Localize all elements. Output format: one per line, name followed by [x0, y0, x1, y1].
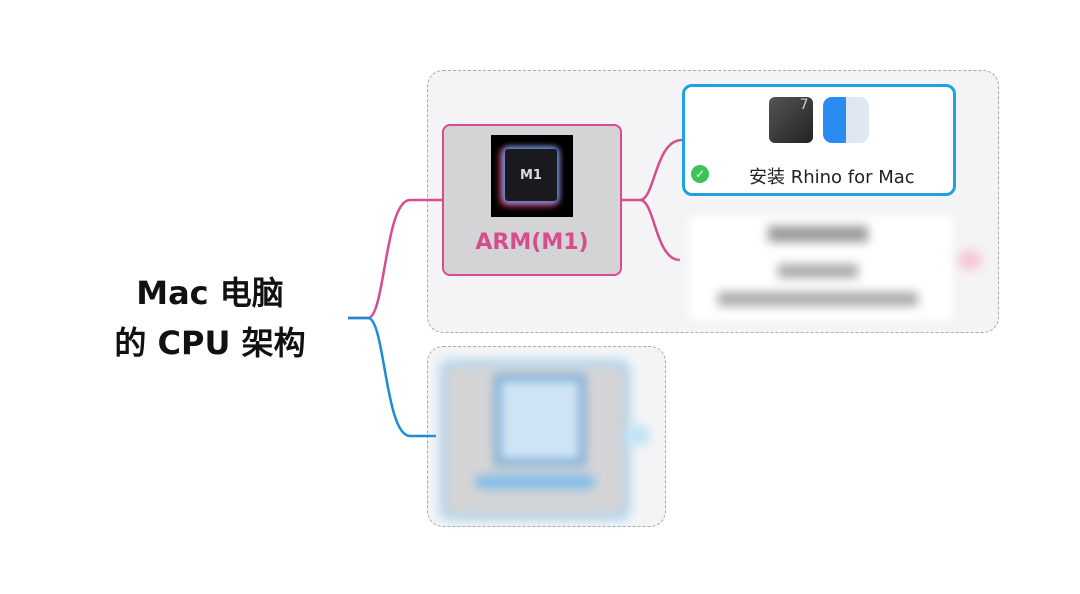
- m1-chip-image: M1: [491, 135, 573, 217]
- blurred-intel-node[interactable]: [440, 360, 630, 520]
- branch-arm: [348, 198, 442, 320]
- root-line-1: Mac 电脑: [136, 274, 284, 312]
- finder-icon: [823, 97, 869, 143]
- card-label: 安装 Rhino for Mac: [749, 167, 915, 188]
- parallels-logo: [768, 226, 868, 242]
- blurred-text: [778, 264, 858, 278]
- branch-card1: [620, 138, 683, 202]
- branch-card2: [639, 198, 681, 262]
- rhino-7-icon: 7: [769, 97, 813, 143]
- m1-chip-label: M1: [505, 149, 557, 201]
- intel-chip-image: [495, 375, 585, 465]
- blurred-text: [718, 292, 918, 306]
- collapse-toggle[interactable]: [626, 425, 650, 445]
- check-icon: ✓: [691, 165, 709, 183]
- collapse-toggle[interactable]: [958, 250, 982, 270]
- blurred-parallels-card[interactable]: [684, 210, 958, 326]
- blurred-label: [475, 475, 595, 489]
- branch-intel: [348, 316, 436, 438]
- root-line-2: 的 CPU 架构: [114, 324, 306, 362]
- rhino-install-card[interactable]: 7 ✓ 安装 Rhino for Mac: [682, 84, 956, 196]
- arm-node[interactable]: M1 ARM(M1): [442, 124, 622, 276]
- root-topic[interactable]: Mac 电脑 的 CPU 架构: [80, 268, 340, 368]
- arm-label: ARM(M1): [475, 230, 589, 255]
